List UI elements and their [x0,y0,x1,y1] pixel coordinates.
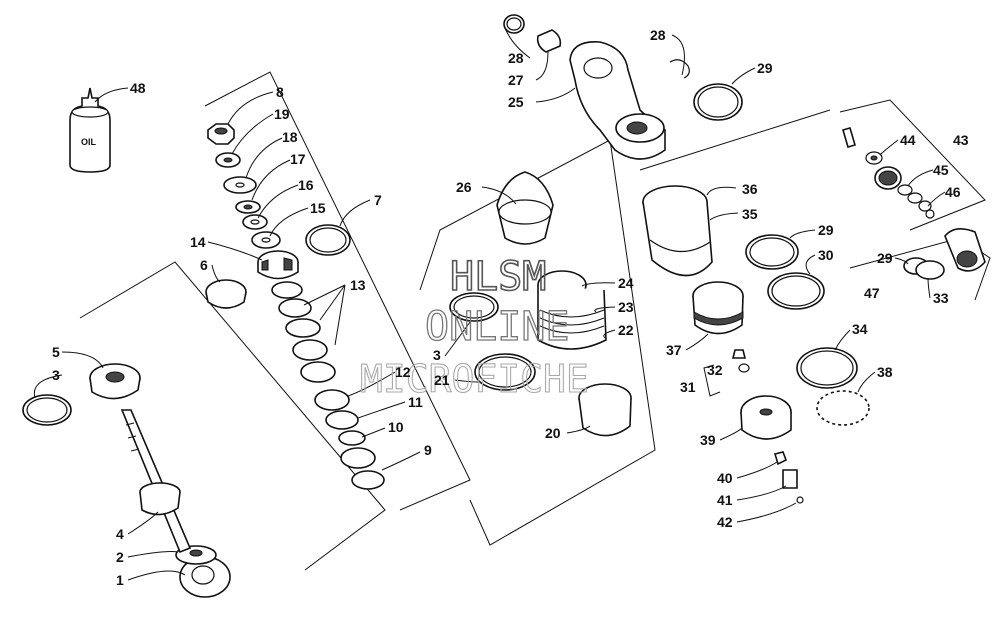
frame-valve-assembly [204,71,471,511]
callout-37: 37 [666,342,682,358]
callout-47: 47 [864,285,880,301]
callout-20: 20 [545,425,561,441]
callout-22: 22 [618,322,634,338]
callout-39: 39 [700,432,716,448]
callout-44: 44 [900,132,916,148]
callout-14: 14 [190,234,206,250]
callout-28: 28 [650,27,666,43]
oil-bottle-label: OIL [81,137,97,147]
callout-35: 35 [742,206,758,222]
callout-40: 40 [717,470,733,486]
body-eyelet-top [503,14,690,160]
callout-29: 29 [877,250,893,266]
callout-15: 15 [310,200,326,216]
callout-29: 29 [757,60,773,76]
callout-18: 18 [282,129,298,145]
callout-31: 31 [680,379,696,395]
adjuster-parts [842,127,986,280]
callout-32: 32 [707,362,723,378]
callout-8: 8 [276,84,284,100]
callout-46: 46 [945,184,961,200]
frame-reservoir-assembly [419,139,656,546]
callout-21: 21 [434,372,450,388]
callout-26: 26 [456,179,472,195]
callout-12: 12 [395,364,411,380]
oil-bottle-part-48: OIL [69,87,111,173]
callout-1: 1 [116,572,124,588]
callout-25: 25 [508,94,524,110]
watermark-line-1: HLSM [450,254,546,300]
callout-7: 7 [374,192,382,208]
callout-9: 9 [424,442,432,458]
callout-24: 24 [618,275,634,291]
watermark-line-3: MICROFICHE [360,357,589,401]
callout-42: 42 [717,514,733,530]
callout-45: 45 [933,162,949,178]
callout-6: 6 [200,257,208,273]
callout-17: 17 [290,151,306,167]
frame-shaft-assembly [79,261,386,571]
frame-adjuster-assembly [839,99,986,231]
callout-5: 5 [52,344,60,360]
callout-43: 43 [953,132,969,148]
watermark-line-2: ONLINE [425,304,570,350]
callout-16: 16 [298,177,314,193]
callout-34: 34 [852,321,868,337]
callout-33: 33 [933,290,949,306]
callout-23: 23 [618,299,634,315]
callout-11: 11 [408,394,423,410]
valve-stack [205,123,385,490]
callout-41: 41 [717,492,733,508]
callout-48: 48 [130,80,146,96]
callout-28: 28 [508,50,524,66]
callout-labels: 1 2 3 3 4 5 6 7 8 9 10 11 12 13 14 15 16… [52,27,969,588]
callout-38: 38 [877,364,893,380]
reservoir-components [449,171,632,437]
callout-3: 3 [433,347,441,363]
callout-36: 36 [742,181,758,197]
reservoir-parts [642,83,870,504]
callout-10: 10 [388,419,404,435]
callout-2: 2 [116,549,124,565]
leader-lines [33,27,946,581]
callout-19: 19 [274,106,290,122]
watermark: HLSM ONLINE MICROFICHE [359,253,589,401]
callout-27: 27 [508,72,524,88]
callout-29: 29 [818,222,834,238]
callout-4: 4 [116,526,124,542]
frame-bracket-31 [703,364,721,397]
callout-13: 13 [350,277,366,293]
callout-30: 30 [818,247,834,263]
frame-body-upper [639,109,831,171]
shaft-assembly [22,363,231,598]
callout-3: 3 [52,367,60,383]
